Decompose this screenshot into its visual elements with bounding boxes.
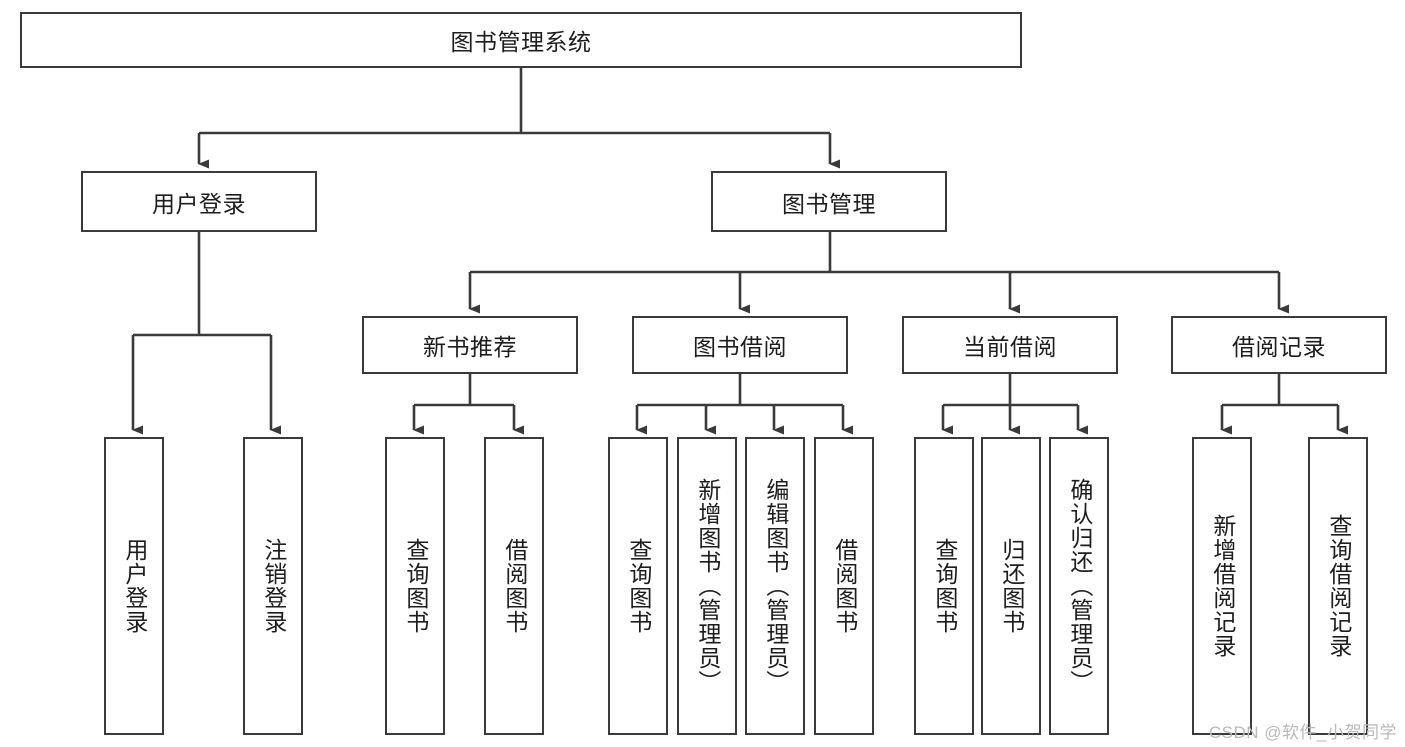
leaf-borrow-book-recommend[interactable]: 借阅图书 xyxy=(484,437,544,735)
node-label: 图书借阅 xyxy=(693,334,787,360)
leaf-borrow-book[interactable]: 借阅图书 xyxy=(814,437,874,735)
node-new-book-recommend[interactable]: 新书推荐 xyxy=(362,316,578,374)
leaf-add-book-admin[interactable]: 新增图书（管理员） xyxy=(677,437,737,735)
leaf-query-book-current[interactable]: 查询图书 xyxy=(914,437,974,735)
node-label: 图书管理系统 xyxy=(450,29,592,55)
node-label: 借阅图书 xyxy=(831,538,858,634)
node-book-management[interactable]: 图书管理 xyxy=(711,171,947,232)
node-user-login[interactable]: 用户登录 xyxy=(81,171,317,232)
leaf-add-borrow-record[interactable]: 新增借阅记录 xyxy=(1192,437,1252,735)
node-label: 查询借阅记录 xyxy=(1325,514,1352,658)
node-label: 查询图书 xyxy=(931,538,958,634)
leaf-return-book[interactable]: 归还图书 xyxy=(981,437,1041,735)
node-label: 归还图书 xyxy=(998,538,1025,634)
node-label: 当前借阅 xyxy=(963,334,1057,360)
node-current-borrow[interactable]: 当前借阅 xyxy=(902,316,1118,374)
node-label: 图书管理 xyxy=(782,190,876,217)
leaf-user-login[interactable]: 用户登录 xyxy=(104,437,164,735)
watermark: CSDN @软件_小贺同学 xyxy=(1208,723,1397,742)
node-root-book-management-system[interactable]: 图书管理系统 xyxy=(20,12,1022,68)
leaf-confirm-return-admin[interactable]: 确认归还（管理员） xyxy=(1049,437,1109,735)
leaf-query-book-borrow[interactable]: 查询图书 xyxy=(608,437,668,735)
node-label: 用户登录 xyxy=(121,538,148,634)
node-label: 确认归还（管理员） xyxy=(1066,478,1093,694)
node-label: 注销登录 xyxy=(260,538,287,634)
node-label: 用户登录 xyxy=(152,190,246,217)
node-label: 查询图书 xyxy=(625,538,652,634)
leaf-edit-book-admin[interactable]: 编辑图书（管理员） xyxy=(745,437,805,735)
leaf-query-book-recommend[interactable]: 查询图书 xyxy=(385,437,445,735)
node-label: 编辑图书（管理员） xyxy=(762,478,789,694)
node-label: 借阅记录 xyxy=(1232,334,1326,360)
node-label: 新增借阅记录 xyxy=(1209,514,1236,658)
node-label: 查询图书 xyxy=(402,538,429,634)
leaf-logout[interactable]: 注销登录 xyxy=(243,437,303,735)
node-book-borrow[interactable]: 图书借阅 xyxy=(632,316,848,374)
node-label: 新增图书（管理员） xyxy=(694,478,721,694)
node-label: 借阅图书 xyxy=(501,538,528,634)
node-borrow-record[interactable]: 借阅记录 xyxy=(1171,316,1387,374)
node-label: 新书推荐 xyxy=(423,334,517,360)
leaf-query-borrow-record[interactable]: 查询借阅记录 xyxy=(1308,437,1368,735)
